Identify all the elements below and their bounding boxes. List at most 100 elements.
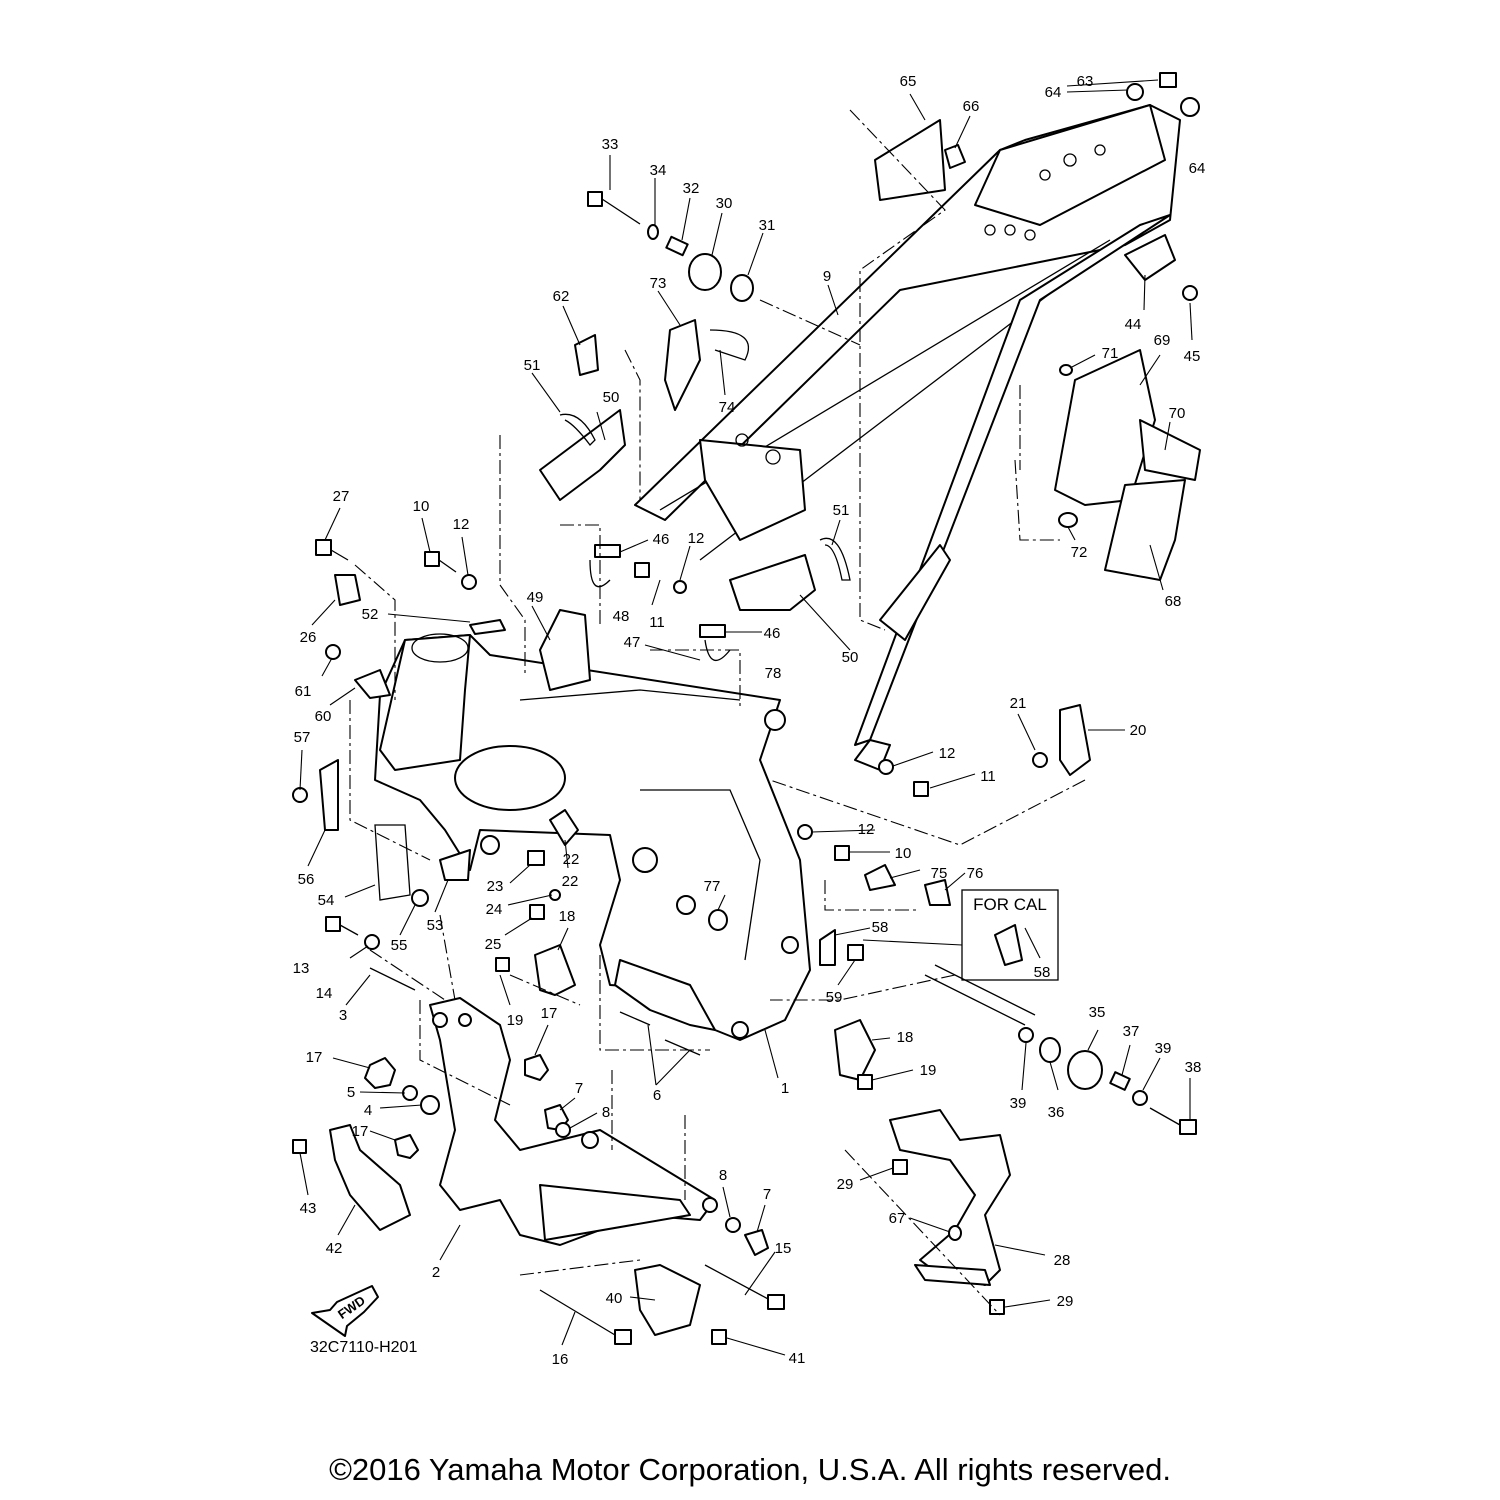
callout: 49: [527, 589, 544, 606]
callout: 11: [980, 768, 996, 785]
callout: 54: [318, 892, 335, 909]
for-cal-label: FOR CAL: [973, 895, 1047, 914]
callout: 72: [1071, 544, 1088, 561]
callout: 23: [487, 878, 504, 895]
callout: 5: [347, 1084, 355, 1101]
leader-lines: [299, 79, 1193, 1356]
callout: 6: [653, 1087, 661, 1104]
callout: 10: [895, 845, 912, 862]
callout: 73: [650, 275, 667, 292]
callout: 8: [602, 1104, 610, 1121]
callout: 56: [298, 871, 315, 888]
callout: 52: [362, 606, 379, 623]
callout: 7: [575, 1080, 583, 1097]
callout: 12: [453, 516, 470, 533]
callout: 41: [789, 1350, 806, 1367]
main-frame: [374, 633, 811, 1041]
callout: 18: [897, 1029, 914, 1046]
callout: 17: [352, 1123, 369, 1140]
callout: 9: [823, 268, 831, 285]
callout: 39: [1155, 1040, 1172, 1057]
callout: 77: [704, 878, 721, 895]
callout: 27: [333, 488, 350, 505]
callout: 45: [1184, 348, 1201, 365]
callout: 12: [858, 821, 875, 838]
callout: 22: [562, 873, 579, 890]
callout: 31: [759, 217, 776, 234]
callout: 17: [306, 1049, 323, 1066]
callout: 68: [1165, 593, 1182, 610]
for-cal-variant-box: FOR CAL: [862, 889, 1059, 981]
callout: 67: [889, 1210, 906, 1227]
callout: 69: [1154, 332, 1171, 349]
callout: 7: [763, 1186, 771, 1203]
callout: 42: [326, 1240, 343, 1257]
callout: 12: [688, 530, 705, 547]
callout: 78: [765, 665, 782, 682]
callout: 18: [559, 908, 576, 925]
callout: 2: [432, 1264, 440, 1281]
callout: 17: [541, 1005, 558, 1022]
assembly-lines: [349, 109, 1086, 1316]
callout: 19: [920, 1062, 937, 1079]
callout: 50: [603, 389, 620, 406]
forward-arrow-icon: FWD: [311, 1285, 379, 1337]
callout: 10: [413, 498, 430, 515]
small-parts: [292, 72, 1201, 1345]
callout: 71: [1102, 345, 1119, 362]
callout: 64: [1189, 160, 1206, 177]
callout: 63: [1077, 73, 1094, 90]
callout: 53: [427, 917, 444, 934]
callout: 40: [606, 1290, 623, 1307]
callout: 74: [719, 399, 736, 416]
callout: 13: [293, 960, 310, 977]
callout: 14: [316, 985, 333, 1002]
callout: 29: [1057, 1293, 1074, 1310]
callout: 39: [1010, 1095, 1027, 1112]
callout: 11: [649, 614, 665, 631]
callout: 4: [364, 1102, 372, 1119]
callout: 29: [837, 1176, 854, 1193]
callout: 12: [939, 745, 956, 762]
callout: 75: [931, 865, 948, 882]
callout: 21: [1010, 695, 1027, 712]
callout: 44: [1125, 316, 1142, 333]
callout: 50: [842, 649, 859, 666]
callout: 55: [391, 937, 408, 954]
callout: 28: [1054, 1252, 1071, 1269]
callout-labels: 1 2 3 4 5 6 7 7 8 8 9 10 10 11 11 12 12 …: [293, 73, 1206, 1368]
callout: 61: [295, 683, 312, 700]
callout: 65: [900, 73, 917, 90]
callout: 37: [1123, 1023, 1140, 1040]
callout: 59: [826, 989, 843, 1006]
callout: 34: [650, 162, 667, 179]
callout: 57: [294, 729, 311, 746]
callout: 16: [552, 1351, 569, 1368]
callout: 8: [719, 1167, 727, 1184]
callout: 19: [507, 1012, 524, 1029]
callout: 47: [624, 634, 641, 651]
callout: 51: [833, 502, 850, 519]
callout: 51: [524, 357, 541, 374]
callout: 58: [1034, 964, 1051, 981]
callout: 60: [315, 708, 332, 725]
callout: 3: [339, 1007, 347, 1024]
callout: 15: [775, 1240, 792, 1257]
callout: 30: [716, 195, 733, 212]
callout: 25: [485, 936, 502, 953]
callout: 46: [653, 531, 670, 548]
callout: 46: [764, 625, 781, 642]
callout: 33: [602, 136, 619, 153]
callout: 20: [1130, 722, 1147, 739]
callout: 26: [300, 629, 317, 646]
callout: 36: [1048, 1104, 1065, 1121]
callout: 48: [613, 608, 630, 625]
callout: 58: [872, 919, 889, 936]
rear-subframe: [634, 104, 1181, 771]
callout: 32: [683, 180, 700, 197]
callout: 38: [1185, 1059, 1202, 1076]
callout: 43: [300, 1200, 317, 1217]
callout: 66: [963, 98, 980, 115]
callout: 24: [486, 901, 503, 918]
